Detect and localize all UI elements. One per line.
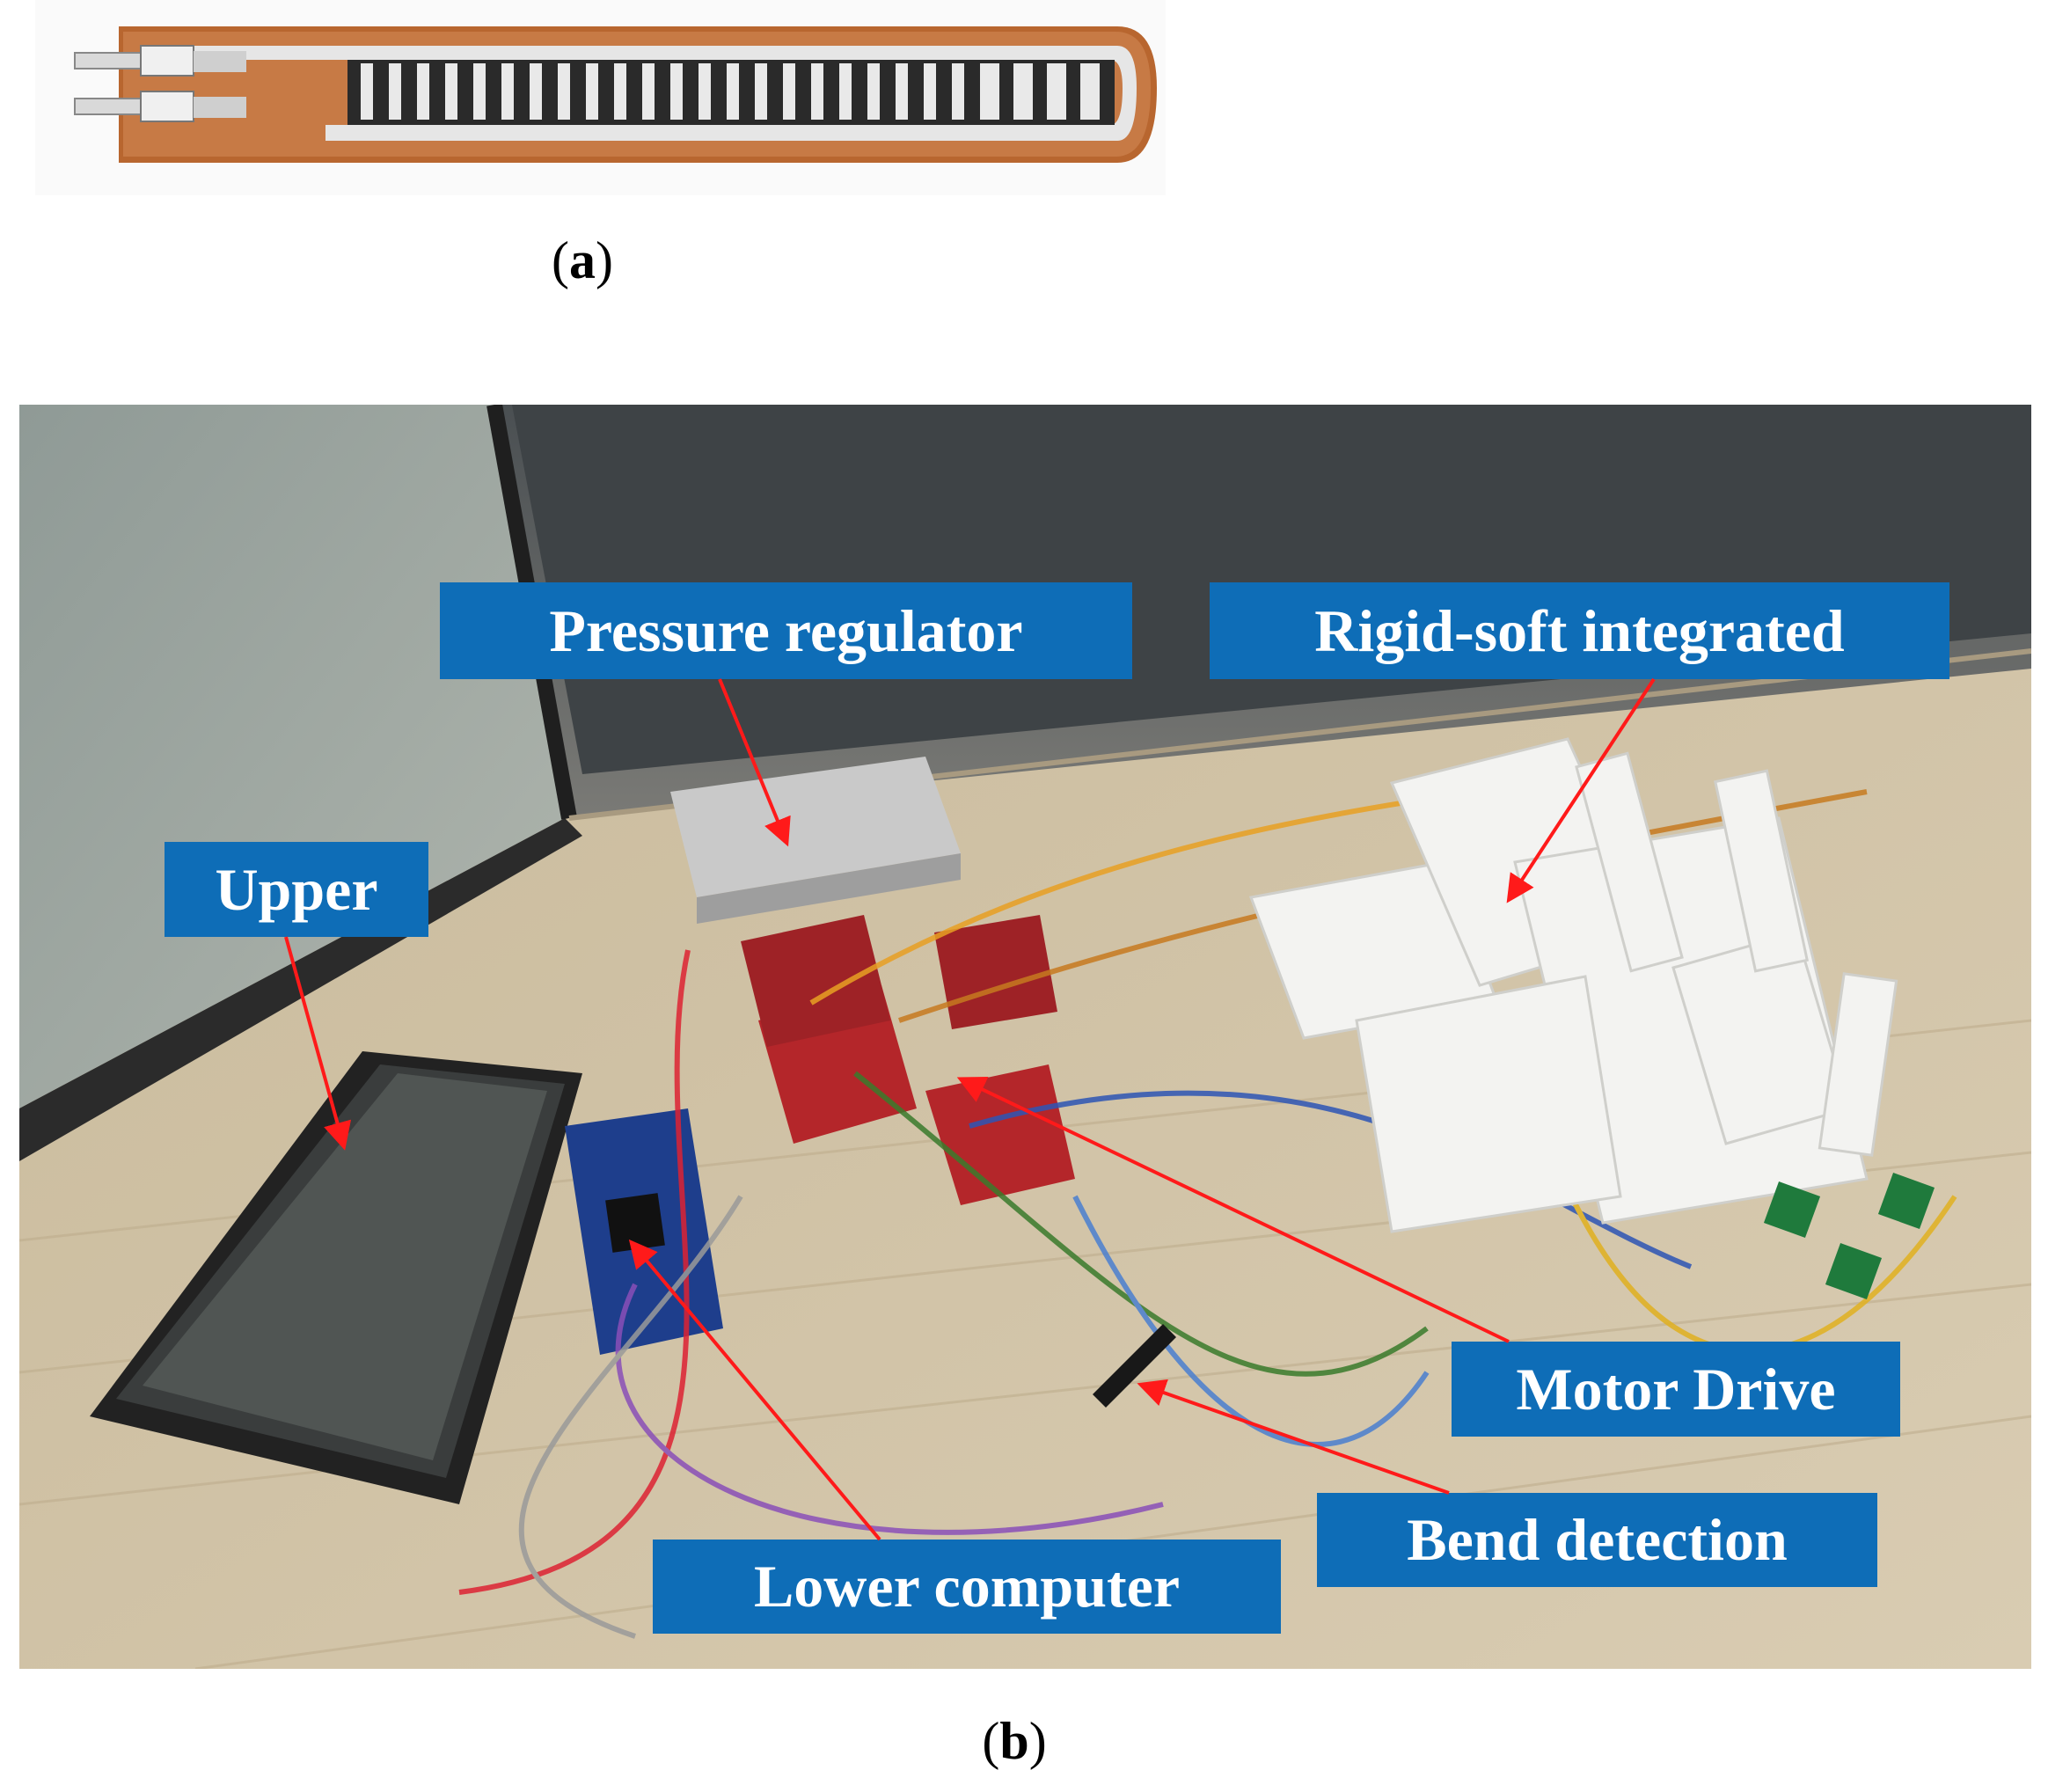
- panel-b-caption: (b): [982, 1712, 1047, 1770]
- flex-sensor-photo: [35, 0, 1166, 195]
- motor-drive-label: Motor Drive: [1452, 1342, 1900, 1437]
- sensor-grid: [361, 63, 1100, 120]
- lower-computer-label: Lower computer: [653, 1540, 1281, 1634]
- flex-sensor-illustration: [74, 26, 1157, 163]
- bend-detection-label: Bend detection: [1317, 1493, 1877, 1587]
- pressure-regulator-label: Pressure regulator: [440, 582, 1132, 679]
- panel-a-caption: (a): [552, 231, 613, 289]
- upper-label: Upper: [165, 842, 428, 937]
- rigid-soft-integrated-label: Rigid-soft integrated: [1210, 582, 1949, 679]
